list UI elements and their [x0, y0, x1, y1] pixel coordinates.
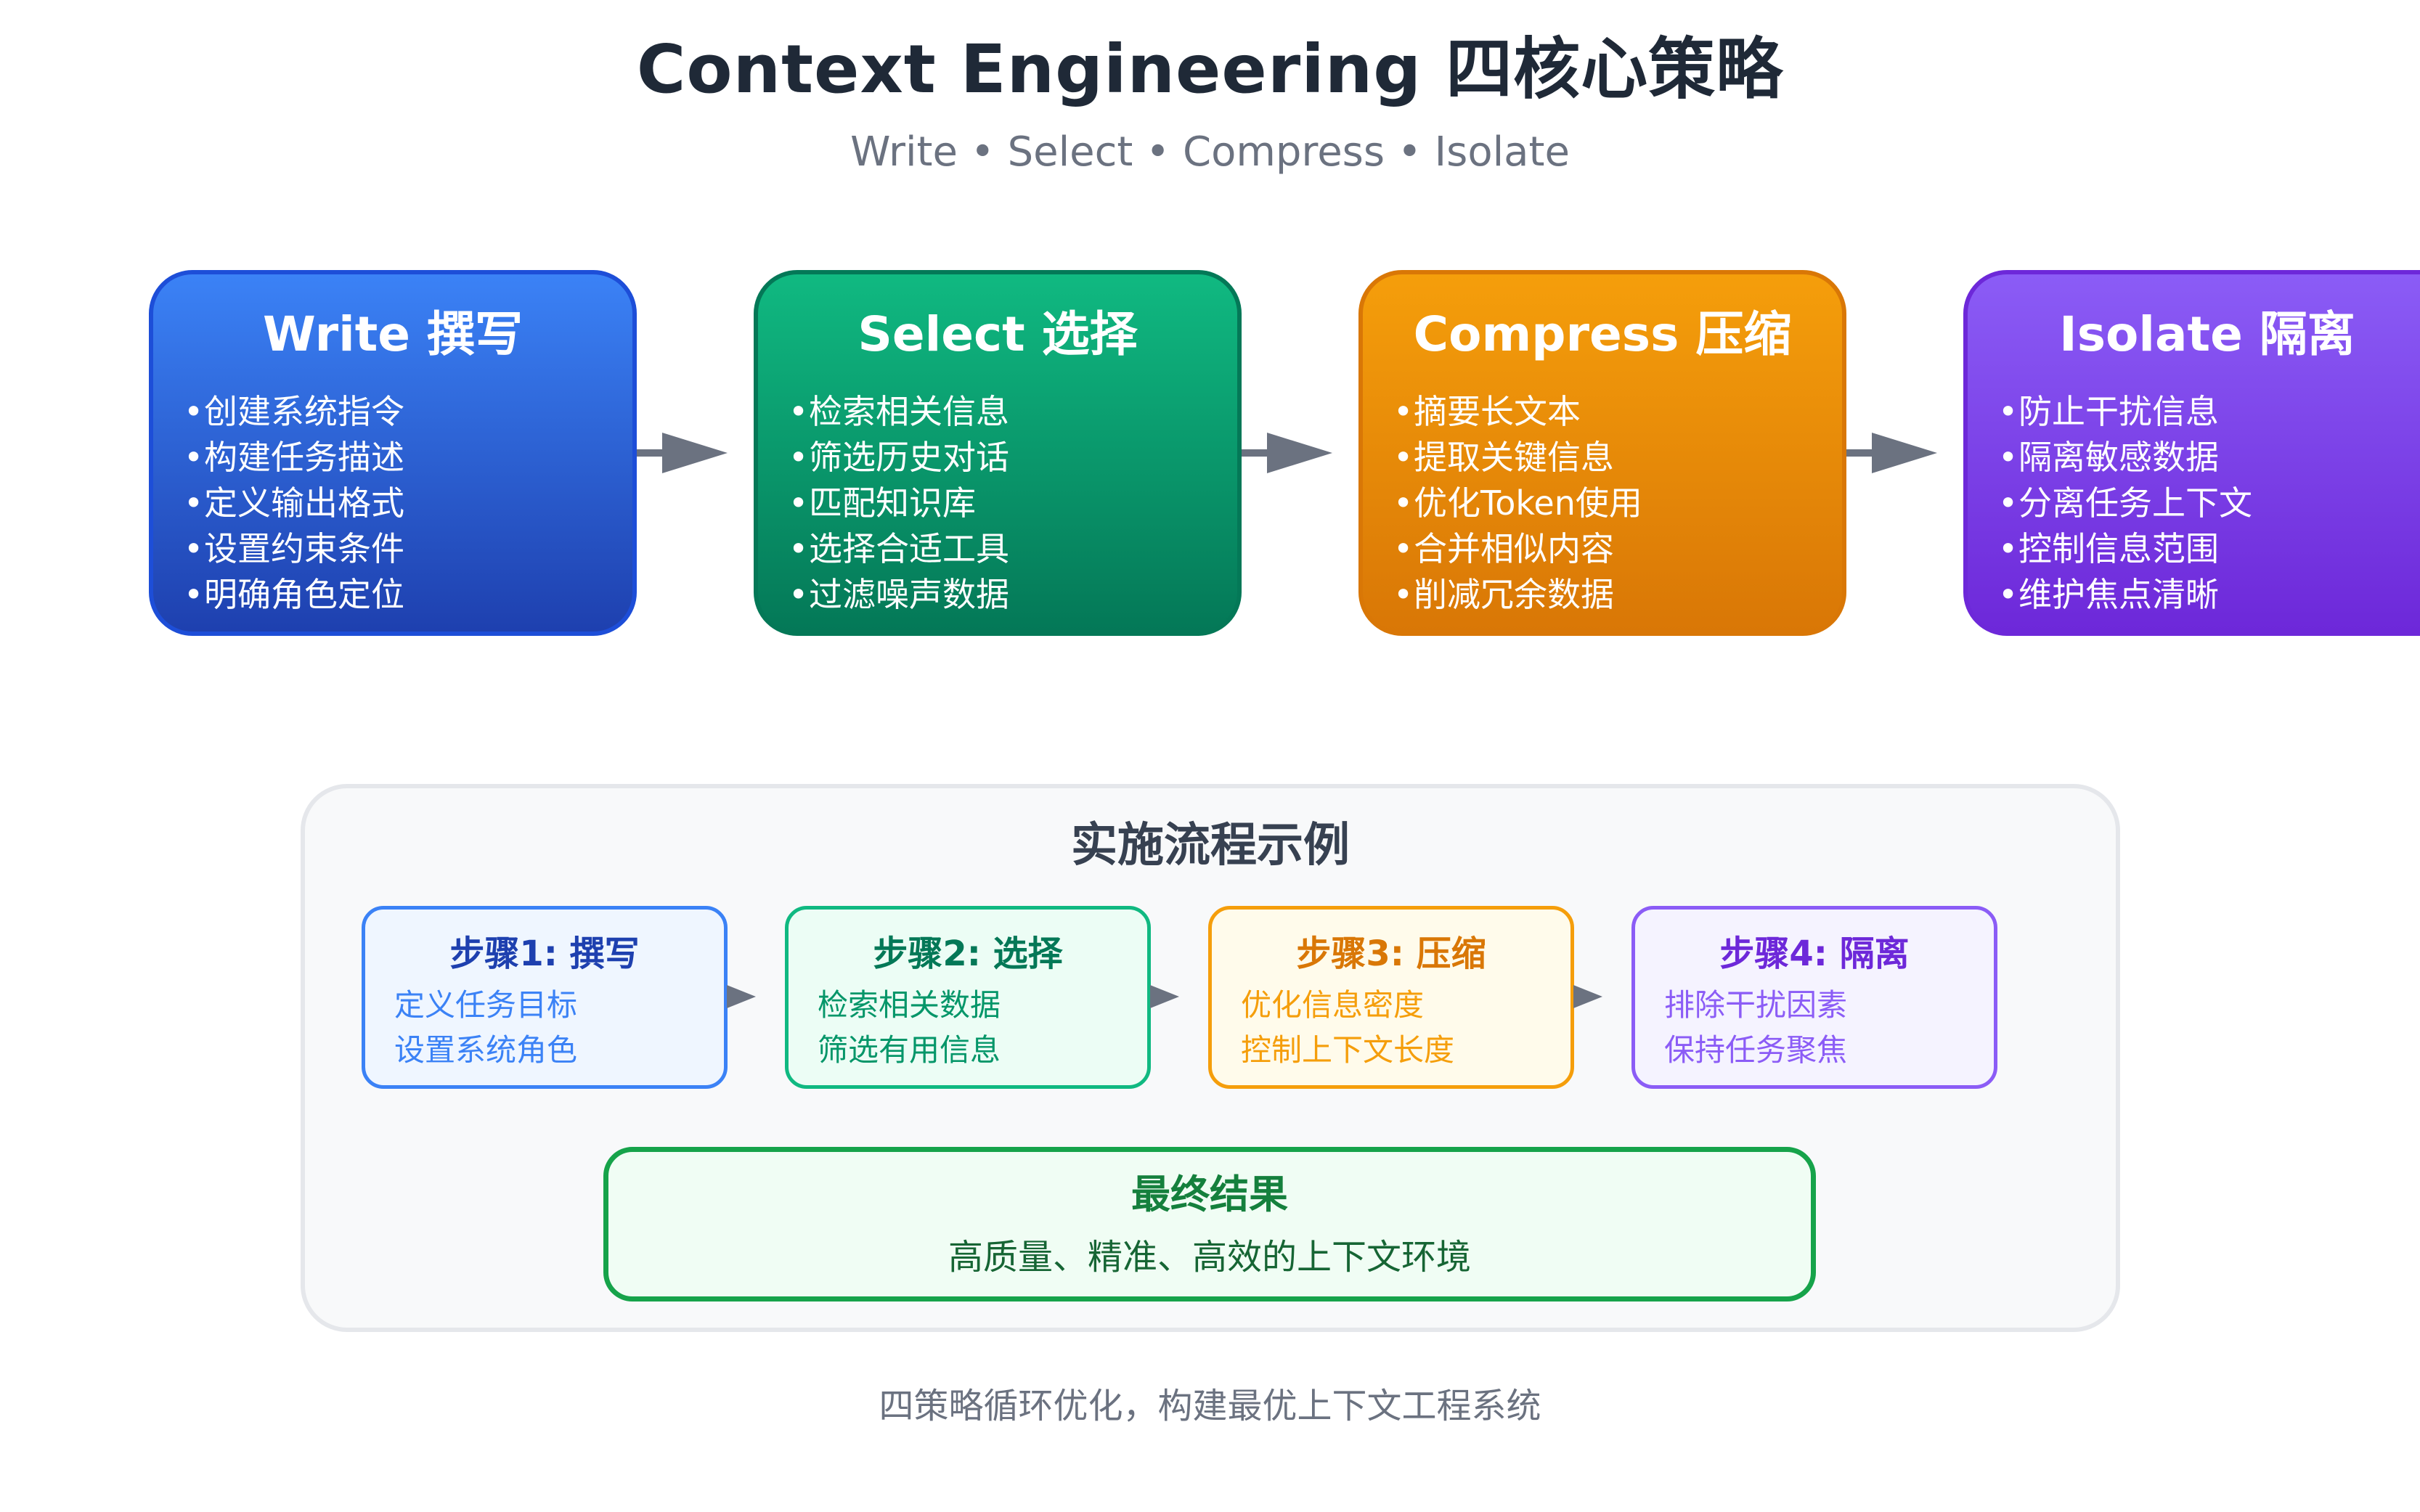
step-arrow-icon	[1150, 985, 1179, 1008]
strategy-title: Isolate 隔离	[2059, 306, 2355, 362]
final-result-box: 最终结果 高质量、精准、高效的上下文环境	[603, 1147, 1816, 1301]
step-detail: 排除干扰因素	[1664, 987, 1848, 1023]
strategy-item: •防止干扰信息	[1998, 392, 2219, 431]
process-step-1: 步骤1: 撰写 定义任务目标 设置系统角色	[362, 906, 728, 1089]
footer-caption: 四策略循环优化，构建最优上下文工程系统	[879, 1386, 1541, 1426]
strategy-title: Select 选择	[857, 306, 1138, 362]
strategy-item: •提取关键信息	[1393, 438, 1614, 477]
step-title: 步骤4: 隔离	[1719, 933, 1910, 974]
strategy-item: •检索相关信息	[789, 392, 1009, 431]
strategy-item: •定义输出格式	[184, 483, 404, 523]
diagram-subtitle: Write • Select • Compress • Isolate	[850, 128, 1570, 176]
result-description: 高质量、精准、高效的上下文环境	[948, 1237, 1471, 1278]
step-detail: 控制上下文长度	[1241, 1032, 1455, 1068]
strategy-item-list: •创建系统指令 •构建任务描述 •定义输出格式 •设置约束条件 •明确角色定位	[184, 389, 404, 618]
process-step-4: 步骤4: 隔离 排除干扰因素 保持任务聚焦	[1631, 906, 1997, 1089]
step-title: 步骤1: 撰写	[449, 933, 640, 974]
step-title: 步骤2: 选择	[873, 933, 1063, 974]
strategy-item: •维护焦点清晰	[1998, 575, 2219, 614]
flow-arrow-icon	[1267, 433, 1332, 473]
step-detail: 保持任务聚焦	[1664, 1032, 1848, 1068]
strategy-item: •分离任务上下文	[1998, 483, 2252, 523]
strategy-item: •隔离敏感数据	[1998, 438, 2219, 477]
step-detail: 检索相关数据	[818, 987, 1001, 1023]
strategy-card-compress: Compress 压缩 •摘要长文本 •提取关键信息 •优化Token使用 •合…	[1358, 270, 1846, 636]
strategy-title: Compress 压缩	[1413, 306, 1792, 362]
strategy-item-list: •摘要长文本 •提取关键信息 •优化Token使用 •合并相似内容 •削减冗余数…	[1393, 389, 1642, 618]
strategy-item-list: •防止干扰信息 •隔离敏感数据 •分离任务上下文 •控制信息范围 •维护焦点清晰	[1998, 389, 2252, 618]
strategy-item: •匹配知识库	[789, 483, 976, 523]
strategy-item: •合并相似内容	[1393, 529, 1614, 568]
strategy-card-select: Select 选择 •检索相关信息 •筛选历史对话 •匹配知识库 •选择合适工具…	[754, 270, 1242, 636]
step-arrow-icon	[727, 985, 756, 1008]
strategy-item: •控制信息范围	[1998, 529, 2219, 568]
process-step-3: 步骤3: 压缩 优化信息密度 控制上下文长度	[1208, 906, 1574, 1089]
strategy-title: Write 撰写	[262, 306, 523, 362]
strategy-item: •优化Token使用	[1393, 483, 1642, 523]
step-detail: 设置系统角色	[394, 1032, 578, 1068]
result-title: 最终结果	[1131, 1172, 1288, 1217]
strategy-card-write: Write 撰写 •创建系统指令 •构建任务描述 •定义输出格式 •设置约束条件…	[149, 270, 637, 636]
step-arrow-icon	[1573, 985, 1602, 1008]
flow-arrow-icon	[662, 433, 728, 473]
strategy-item: •创建系统指令	[184, 392, 404, 431]
diagram-title: Context Engineering 四核心策略	[636, 30, 1784, 108]
strategy-item: •过滤噪声数据	[789, 575, 1009, 614]
process-title: 实施流程示例	[1071, 819, 1350, 873]
strategy-item: •选择合适工具	[789, 529, 1009, 568]
step-title: 步骤3: 压缩	[1296, 933, 1486, 974]
strategy-item: •设置约束条件	[184, 529, 404, 568]
strategy-item: •筛选历史对话	[789, 438, 1009, 477]
strategy-item: •构建任务描述	[184, 438, 404, 477]
flow-arrow-icon	[1872, 433, 1937, 473]
strategy-item: •明确角色定位	[184, 575, 404, 614]
strategy-item-list: •检索相关信息 •筛选历史对话 •匹配知识库 •选择合适工具 •过滤噪声数据	[789, 389, 1009, 618]
strategy-item: •削减冗余数据	[1393, 575, 1614, 614]
strategy-card-isolate: Isolate 隔离 •防止干扰信息 •隔离敏感数据 •分离任务上下文 •控制信…	[1963, 270, 2420, 636]
step-detail: 优化信息密度	[1241, 987, 1425, 1023]
process-step-2: 步骤2: 选择 检索相关数据 筛选有用信息	[785, 906, 1151, 1089]
step-detail: 筛选有用信息	[818, 1032, 1001, 1068]
strategy-item: •摘要长文本	[1393, 392, 1581, 431]
step-detail: 定义任务目标	[394, 987, 578, 1023]
